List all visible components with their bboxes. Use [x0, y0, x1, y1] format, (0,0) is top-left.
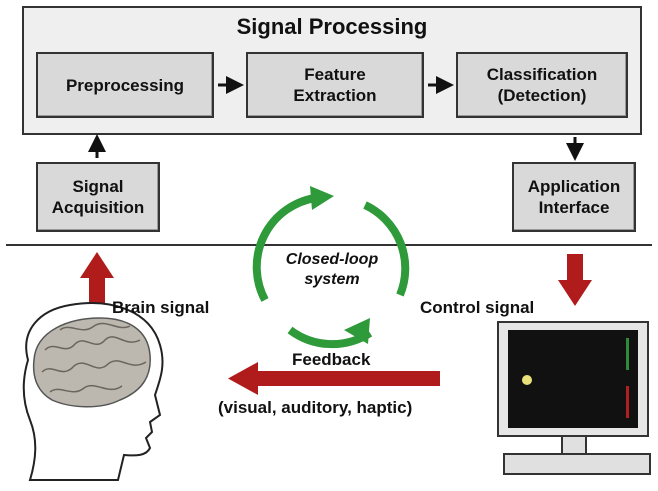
game-ball: [522, 375, 532, 385]
red-paddle: [626, 386, 629, 418]
classification-label: Classification (Detection): [486, 65, 598, 105]
computer-monitor-icon: [497, 321, 651, 475]
signal-acquisition-label: Signal Acquisition: [51, 177, 145, 217]
control-signal-label: Control signal: [420, 298, 535, 317]
closed-loop-arrowheads: [310, 186, 370, 344]
feature-extraction-box: Feature Extraction: [246, 52, 424, 118]
feedback-arrow: [228, 362, 440, 395]
brain-signal-label: Brain signal: [112, 298, 210, 317]
feature-extraction-label: Feature Extraction: [293, 65, 377, 105]
feedback-label: Feedback: [292, 350, 371, 369]
application-interface-label: Application Interface: [527, 177, 621, 217]
classification-box: Classification (Detection): [456, 52, 628, 118]
human-head-with-brain-icon: [22, 302, 164, 481]
feedback-modes-label: (visual, auditory, haptic): [218, 398, 413, 417]
signal-acquisition-box: Signal Acquisition: [36, 162, 160, 232]
preprocessing-box: Preprocessing: [36, 52, 214, 118]
brain-signal-arrow: [80, 252, 114, 310]
signal-processing-title: Signal Processing: [236, 14, 428, 39]
control-signal-arrow: [558, 254, 592, 306]
green-paddle: [626, 338, 629, 370]
preprocessing-label: Preprocessing: [65, 75, 185, 95]
closed-loop-label: Closed-loop system: [285, 251, 379, 288]
application-interface-box: Application Interface: [512, 162, 636, 232]
